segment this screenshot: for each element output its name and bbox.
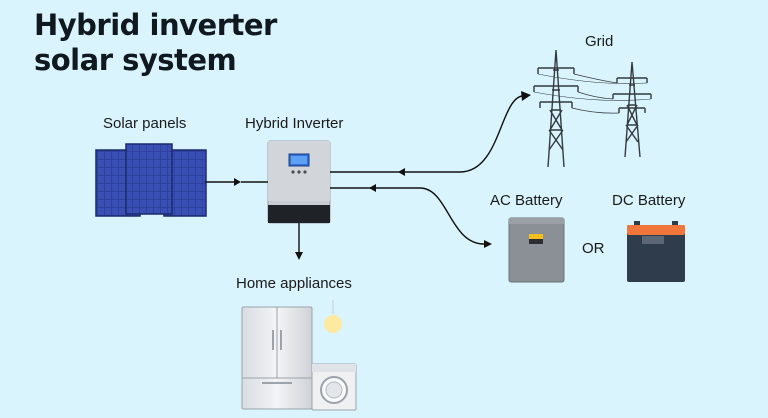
arrow-inverter-to-appliances bbox=[295, 223, 303, 260]
washing-machine-icon bbox=[311, 363, 357, 411]
connectors bbox=[205, 91, 531, 260]
ac-battery-icon bbox=[508, 217, 565, 283]
diagram-title: Hybrid inverter solar system bbox=[34, 8, 277, 78]
solar-panels-icon bbox=[95, 143, 207, 217]
label-grid: Grid bbox=[585, 33, 614, 50]
title-line-1: Hybrid inverter bbox=[34, 8, 277, 42]
arrow-inverter-grid bbox=[330, 91, 531, 176]
dc-battery-icon bbox=[627, 221, 685, 282]
light-bulb-icon bbox=[324, 300, 342, 333]
title-line-2: solar system bbox=[34, 43, 237, 77]
grid-pylons-icon bbox=[533, 49, 652, 168]
label-ac-battery: AC Battery bbox=[490, 192, 563, 209]
label-home-appliances: Home appliances bbox=[236, 275, 352, 292]
arrow-inverter-battery bbox=[330, 184, 492, 248]
arrow-solar-to-inverter bbox=[205, 178, 268, 186]
hybrid-inverter-icon bbox=[267, 140, 331, 224]
label-solar-panels: Solar panels bbox=[103, 115, 187, 132]
label-or: OR bbox=[582, 240, 605, 257]
label-dc-battery: DC Battery bbox=[612, 192, 686, 209]
refrigerator-icon bbox=[241, 306, 313, 410]
solar-panel-center bbox=[125, 143, 173, 215]
label-hybrid-inverter: Hybrid Inverter bbox=[245, 115, 344, 132]
